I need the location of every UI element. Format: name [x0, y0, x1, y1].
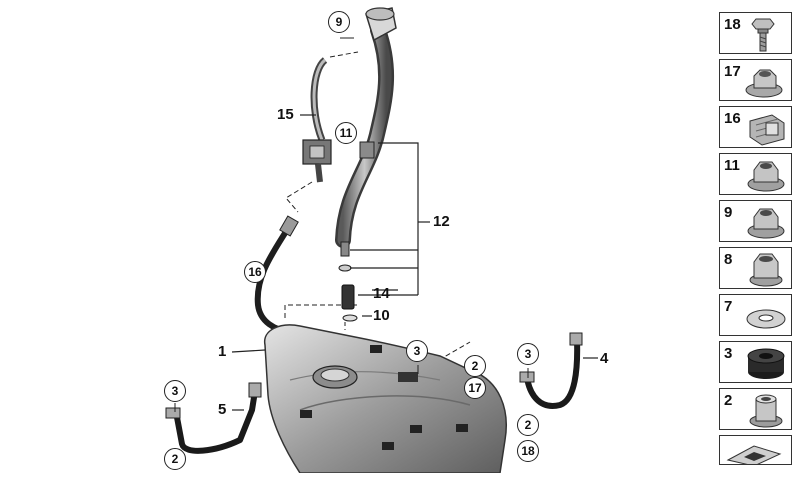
callout-3-circled: 3: [517, 343, 539, 365]
callout-12: 12: [433, 213, 450, 230]
callout-1: 1: [218, 343, 227, 360]
legend-number: 16: [724, 110, 741, 127]
legend-number: 2: [724, 392, 733, 409]
legend-number: 18: [724, 16, 741, 33]
hose-clip-icon: [749, 114, 785, 146]
callout-15: 15: [277, 106, 294, 123]
spacer-sleeve-icon: [749, 394, 783, 428]
legend-number: 3: [724, 345, 733, 362]
callout-5: 5: [218, 401, 227, 418]
legend-number: 7: [724, 298, 733, 315]
callout-3-circled: 3: [406, 340, 428, 362]
hex-nut-icon: [747, 208, 785, 239]
legend-item-11[interactable]: 11: [719, 153, 792, 195]
tank-strap-left: [173, 384, 259, 454]
callout-16-circled: 16: [244, 261, 266, 283]
legend-item-18[interactable]: 18: [719, 12, 792, 54]
legend-number: 9: [724, 204, 733, 221]
callout-14: 14: [373, 285, 390, 302]
gasket-icon: [726, 445, 782, 464]
callout-18-circled: 18: [517, 440, 539, 462]
callout-2-circled: 2: [164, 448, 186, 470]
fuel-tank: [264, 324, 507, 474]
grommet-icon: [747, 348, 785, 379]
legend-item-2[interactable]: 2: [719, 388, 792, 430]
parts-legend: 18 17 16 11 9: [719, 12, 800, 470]
legend-number: 17: [724, 63, 741, 80]
flange-nut-icon: [745, 69, 783, 98]
callout-4: 4: [600, 350, 609, 367]
washer-icon: [746, 309, 786, 329]
callout-11-circled: 11: [335, 122, 357, 144]
exploded-parts-diagram: 15 12 14 10 1 5 4 9 11 16 3 2 17 3 2 18 …: [164, 7, 609, 474]
legend-item-16[interactable]: 16: [719, 106, 792, 148]
bolt-icon: [751, 18, 775, 52]
legend-item-partial: [719, 435, 792, 465]
callout-3-circled: 3: [164, 380, 186, 402]
legend-item-17[interactable]: 17: [719, 59, 792, 101]
callout-9-circled: 9: [328, 11, 350, 33]
collar-nut-icon: [749, 253, 783, 287]
legend-item-3[interactable]: 3: [719, 341, 792, 383]
callout-17-circled: 17: [464, 377, 486, 399]
callout-2-circled: 2: [464, 355, 486, 377]
callout-2-circled: 2: [517, 414, 539, 436]
legend-item-8[interactable]: 8: [719, 247, 792, 289]
legend-number: 8: [724, 251, 733, 268]
diagram-drawing: [165, 7, 598, 474]
legend-number: 11: [724, 157, 740, 174]
hex-nut-icon: [747, 161, 785, 192]
legend-item-7[interactable]: 7: [719, 294, 792, 336]
callout-10: 10: [373, 307, 390, 324]
tank-strap-right: [524, 339, 581, 409]
legend-item-9[interactable]: 9: [719, 200, 792, 242]
